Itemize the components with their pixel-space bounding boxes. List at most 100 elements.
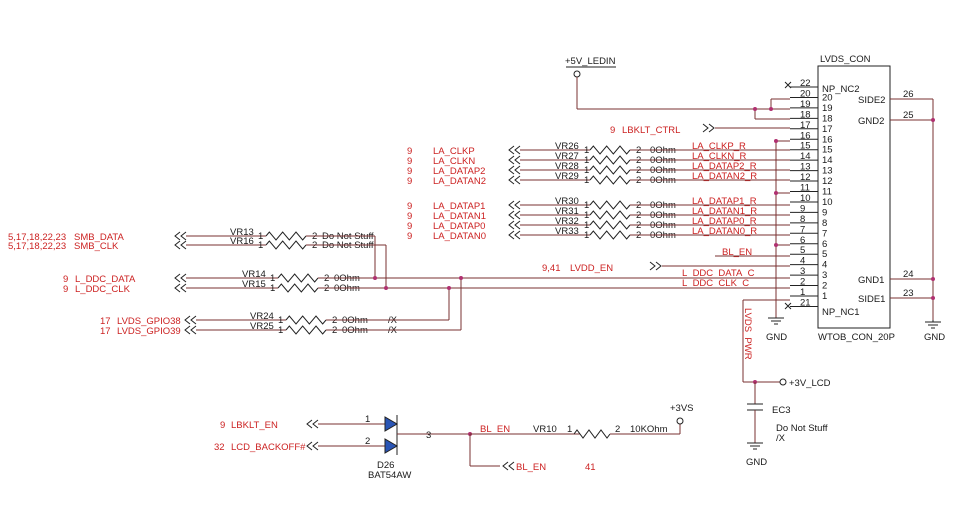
- ddc-data-c-label: L_DDC_DATA_C: [682, 268, 755, 279]
- junction-ledin-b: [769, 107, 773, 111]
- cap-ref: EC3: [772, 405, 790, 416]
- inner-pin-19: 19: [822, 103, 833, 114]
- outer-pin-2: 2: [800, 277, 805, 288]
- outer-pin-1: 1: [800, 287, 805, 298]
- lvds-out-label: LA_DATAN2_R: [692, 171, 757, 182]
- backoff-port: [306, 441, 319, 451]
- connector-ref: LVDS_CON: [820, 54, 871, 65]
- lbklt-ctrl-port: [702, 123, 715, 133]
- inner-pin-16: 16: [822, 134, 833, 145]
- lvds-out-label: LA_DATAN1_R: [692, 206, 757, 217]
- gnd-label-connector: GND: [766, 332, 787, 343]
- lvds-sheet: 9: [407, 146, 412, 157]
- vr10-resistor: [573, 429, 611, 439]
- lvds-resistor: [589, 220, 631, 230]
- lvds-sheet: 9: [407, 176, 412, 187]
- lvds-res-ref: VR31: [555, 206, 579, 217]
- left-res-ref: VR13: [230, 227, 254, 238]
- left-port-sheet: 9: [63, 284, 68, 295]
- outer-pin-19: 19: [800, 99, 811, 110]
- lvds-port-label: LA_DATAN2: [433, 176, 486, 187]
- lvds-res-pin1: 1: [584, 220, 589, 231]
- lvds-res-ref: VR26: [555, 141, 579, 152]
- lvdd-en-label: LVDD_EN: [570, 263, 613, 274]
- lvds-sheet: 9: [407, 166, 412, 177]
- inner-pin-6: 6: [822, 239, 827, 250]
- junction-side1: [931, 296, 935, 300]
- left-resistor: [277, 283, 319, 293]
- left-res-ref: VR14: [242, 269, 266, 280]
- junction-pin11: [774, 191, 778, 195]
- left-port-sheet: 5,17,18,22,23: [8, 241, 66, 252]
- junction-pin6: [774, 243, 778, 247]
- left-resistor: [265, 231, 307, 241]
- lvds-res-ref: VR32: [555, 216, 579, 227]
- power-lcd-terminal: [779, 378, 787, 386]
- left-resistor: [285, 325, 327, 335]
- lvds-res-ref: VR27: [555, 151, 579, 162]
- power-vs-terminal: [676, 417, 684, 425]
- outer-pin-6: 6: [800, 235, 805, 246]
- diode-pin-1: 1: [365, 414, 370, 425]
- inner-pin-17: 17: [822, 124, 833, 135]
- connector-label-side2: SIDE2: [858, 95, 885, 106]
- outer-pin-5: 5: [800, 245, 805, 256]
- lvds-res-ref: VR28: [555, 161, 579, 172]
- lvds-port-label: LA_DATAP1: [433, 201, 485, 212]
- inner-pin-5: 5: [822, 249, 827, 260]
- lbklt-en-port: [306, 419, 319, 429]
- connector-part: WTOB_CON_20P: [818, 332, 895, 343]
- lvds-res-ref: VR29: [555, 171, 579, 182]
- lvds-pwr-label: LVDS_PWR: [742, 308, 753, 360]
- lvds-sheet: 9: [407, 156, 412, 167]
- inner-pin-12: 12: [822, 176, 833, 187]
- lvds-port-arrow: [508, 220, 521, 230]
- side-pin-wires: [890, 98, 934, 322]
- lvdd-en-port: [649, 261, 662, 271]
- left-res-ref: VR25: [250, 321, 274, 332]
- lbklt-en-label: LBKLT_EN: [231, 420, 278, 431]
- connector-label-gnd1: GND1: [858, 275, 884, 286]
- lvds-resistor: [589, 175, 631, 185]
- lvds-port-label: LA_DATAP2: [433, 166, 485, 177]
- junction-smb-clk: [384, 286, 388, 290]
- lvds-out-label: LA_CLKN_R: [692, 151, 747, 162]
- vr10-pin-1: 1: [567, 424, 572, 435]
- lvds-resistor: [589, 145, 631, 155]
- connector-label-np-nc2: NP_NC2: [822, 84, 860, 95]
- inner-pin-7: 7: [822, 228, 827, 239]
- backoff-sheet: 32: [214, 442, 225, 453]
- diode-pin-3: 3: [426, 430, 431, 441]
- lvds-resistor: [589, 230, 631, 240]
- outer-pin-18: 18: [800, 109, 811, 120]
- lvds-port-label: LA_CLKP: [433, 146, 475, 157]
- left-port-label: SMB_DATA: [74, 232, 124, 243]
- left-port-label: LVDS_GPIO39: [117, 326, 181, 337]
- connector-label-np-nc1: NP_NC1: [822, 307, 860, 318]
- lvds-out-label: LA_CLKP_R: [692, 141, 746, 152]
- lvds-out-label: LA_DATAP2_R: [692, 161, 757, 172]
- inner-pin-11: 11: [822, 187, 832, 198]
- lvds-sheet: 9: [407, 211, 412, 222]
- lbklt-ctrl-sheet: 9: [610, 125, 615, 136]
- outer-pin-8: 8: [800, 214, 805, 225]
- power-lcd: +3V_LCD: [789, 378, 831, 389]
- lbklt-ctrl-label: LBKLT_CTRL: [622, 125, 680, 136]
- outer-pin-7: 7: [800, 224, 805, 235]
- diode-part: BAT54AW: [368, 470, 411, 481]
- power-led-in-terminal: [573, 70, 581, 78]
- junction-gnd2: [931, 118, 935, 122]
- gnd-label-right: GND: [924, 332, 945, 343]
- lvds-port-label: LA_CLKN: [433, 156, 475, 167]
- outer-pin-20: 20: [800, 88, 811, 99]
- inner-pin-10: 10: [822, 197, 833, 208]
- backoff-label: LCD_BACKOFF#: [231, 442, 306, 453]
- left-res-ref: VR16: [230, 236, 254, 247]
- left-port-sheet: 17: [100, 326, 111, 337]
- lvds-port-arrow: [508, 155, 521, 165]
- outer-pin-15: 15: [800, 141, 811, 152]
- lvds-port-arrow: [508, 210, 521, 220]
- outer-pin-17: 17: [800, 120, 811, 131]
- lvds-resistor: [589, 155, 631, 165]
